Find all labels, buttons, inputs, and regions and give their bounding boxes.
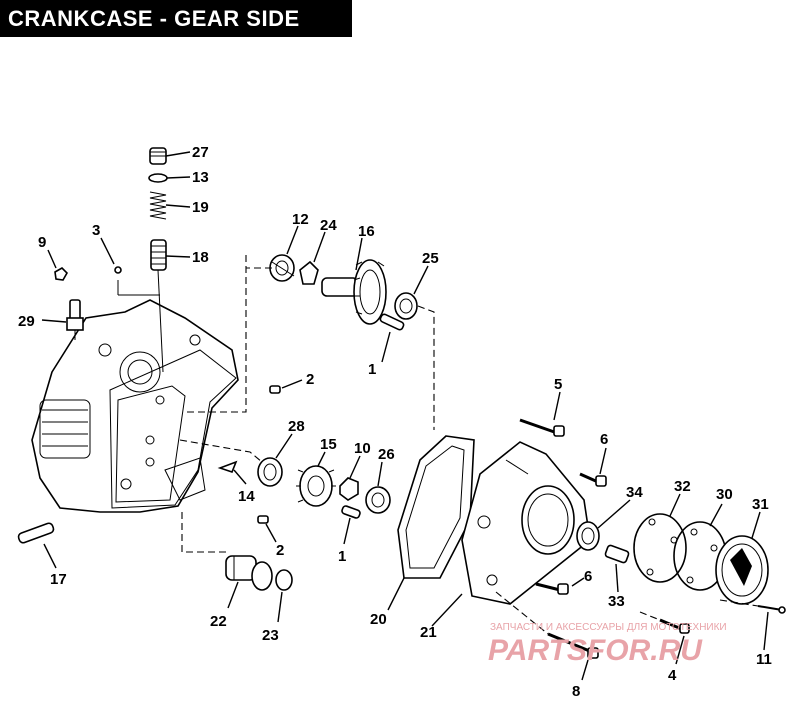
dowel-pin-part-2-lower — [257, 515, 269, 524]
label-32: 32 — [674, 478, 691, 495]
label-1-upper: 1 — [368, 361, 376, 378]
bushing-part-26 — [365, 486, 391, 514]
gasket-part-20 — [397, 435, 475, 579]
page-title: CRANKCASE - GEAR SIDE — [0, 0, 352, 37]
ball-part-3 — [114, 266, 122, 274]
plug-part-27 — [149, 147, 167, 165]
label-4: 4 — [668, 667, 677, 684]
spring-part-19 — [149, 191, 167, 220]
label-18: 18 — [192, 249, 209, 266]
valve-part-18 — [150, 239, 167, 271]
label-15: 15 — [320, 436, 337, 453]
label-13: 13 — [192, 169, 209, 186]
bushing-part-33 — [604, 544, 630, 564]
label-17: 17 — [50, 571, 67, 588]
gear-cover-part-21 — [461, 441, 591, 605]
nut-part-9 — [54, 267, 68, 281]
label-5: 5 — [554, 376, 562, 393]
label-12: 12 — [292, 211, 309, 228]
label-16: 16 — [358, 223, 375, 240]
label-6-lower: 6 — [584, 568, 592, 585]
cam-gear-part-16 — [321, 259, 387, 325]
label-6-upper: 6 — [600, 431, 608, 448]
key-part-14 — [217, 460, 238, 473]
screw-part-6-lower — [535, 582, 569, 595]
label-9: 9 — [38, 234, 46, 251]
screw-part-8 — [547, 632, 599, 659]
screw-part-5 — [519, 418, 565, 437]
label-3: 3 — [92, 222, 100, 239]
label-8: 8 — [572, 683, 580, 700]
gear-shaft-part-22 — [225, 555, 273, 591]
gear-part-15 — [296, 465, 336, 507]
watermark-logo: PARTSFOR.RU — [488, 634, 703, 667]
label-28: 28 — [288, 418, 305, 435]
label-31: 31 — [752, 496, 769, 513]
bearing-part-25 — [394, 292, 418, 320]
dowel-pin-part-1-upper — [379, 313, 405, 331]
label-14: 14 — [238, 488, 255, 505]
watermark-tagline: ЗАПЧАСТИ И АКСЕССУАРЫ ДЛЯ МОТОТЕХНИКИ — [490, 622, 727, 633]
bearing-part-28 — [257, 457, 283, 487]
bearing-part-12 — [269, 254, 295, 282]
washer-part-24 — [299, 260, 319, 285]
label-34: 34 — [626, 484, 643, 501]
label-24: 24 — [320, 217, 337, 234]
label-10: 10 — [354, 440, 371, 457]
label-26: 26 — [378, 446, 395, 463]
sensor-part-29 — [66, 299, 84, 340]
crankcase-housing — [31, 299, 239, 513]
dowel-pin-part-1-lower — [341, 505, 361, 519]
label-25: 25 — [422, 250, 439, 267]
label-22: 22 — [210, 613, 227, 630]
label-2-lower: 2 — [276, 542, 284, 559]
screw-part-4 — [659, 618, 690, 634]
label-33: 33 — [608, 593, 625, 610]
dowel-pin-part-2-upper — [269, 385, 281, 394]
pin-part-11 — [757, 605, 786, 614]
label-29: 29 — [18, 313, 35, 330]
disc-part-32 — [633, 513, 687, 583]
seal-part-34 — [576, 521, 600, 551]
watermark: ЗАПЧАСТИ И АКСЕССУАРЫ ДЛЯ МОТОТЕХНИКИ PA… — [488, 622, 727, 667]
label-1-lower: 1 — [338, 548, 346, 565]
label-23: 23 — [262, 627, 279, 644]
label-30: 30 — [716, 486, 733, 503]
screw-part-6-upper — [579, 472, 607, 487]
derby-cover-part-31 — [715, 535, 769, 605]
label-2-upper: 2 — [306, 371, 314, 388]
label-27: 27 — [192, 144, 209, 161]
o-ring-part-13 — [148, 173, 168, 183]
label-19: 19 — [192, 199, 209, 216]
label-21: 21 — [420, 624, 437, 641]
washer-part-23 — [275, 569, 293, 591]
label-11: 11 — [756, 651, 772, 668]
nut-part-10 — [339, 477, 359, 501]
part-labels: 27 13 19 18 3 9 29 12 24 16 25 1 2 5 6 2… — [18, 144, 772, 700]
pin-part-17 — [17, 522, 55, 544]
label-20: 20 — [370, 611, 387, 628]
